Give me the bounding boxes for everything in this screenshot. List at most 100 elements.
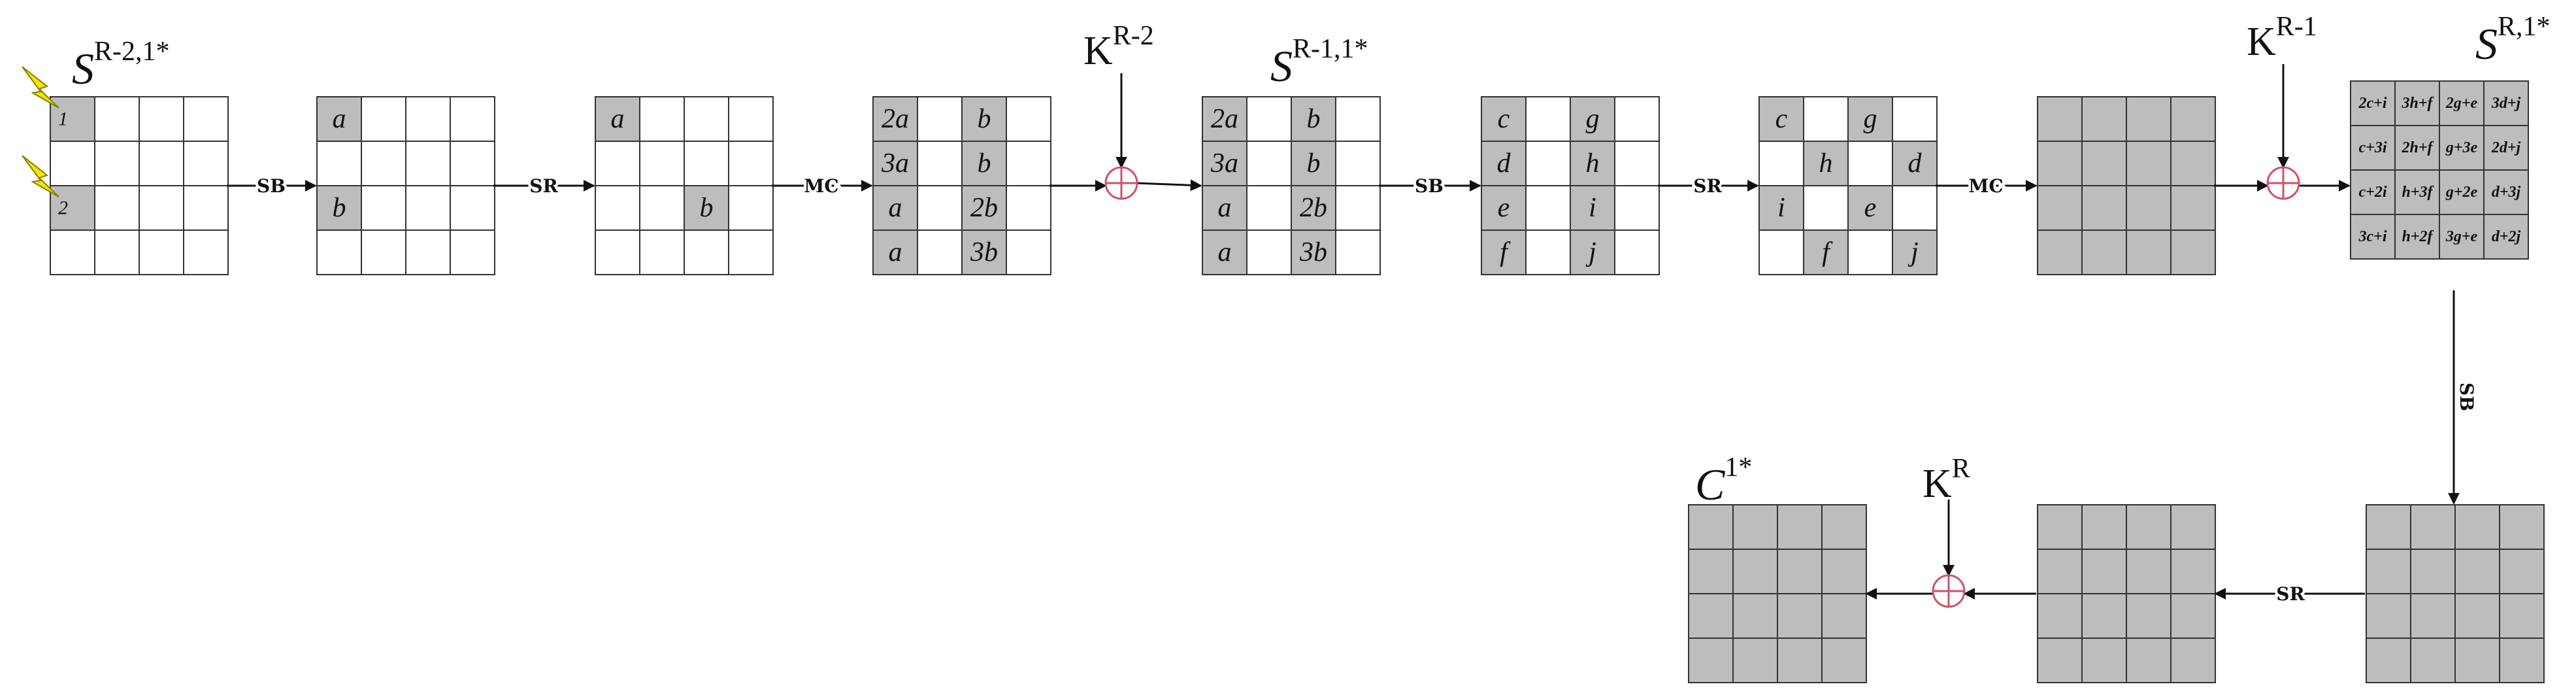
cell-value: a (333, 104, 346, 134)
cell-value: d+2j (2492, 228, 2521, 245)
state-cell (2170, 96, 2216, 142)
state-cell (139, 185, 184, 231)
state-cell (183, 185, 229, 231)
state-cell (1847, 185, 1893, 231)
cell-value: 3a (1210, 148, 1238, 178)
state-cell (1246, 141, 1292, 186)
state-cell (1335, 230, 1381, 275)
state-cell (2126, 549, 2171, 594)
state-cell (2037, 504, 2083, 550)
cell-value: g+2e (2445, 184, 2478, 201)
cell-value: d (1908, 148, 1923, 178)
cell-value: 3b (1299, 237, 1327, 267)
state-cell (639, 230, 685, 275)
state-cell (1614, 230, 1660, 275)
state-cell (1732, 593, 1778, 639)
state-cell (2037, 185, 2083, 231)
state-cell (94, 230, 140, 275)
state-cell (1246, 230, 1292, 275)
state-cell (2037, 96, 2083, 142)
state-cell (961, 185, 1007, 231)
state-cell (2454, 504, 2500, 550)
state-cell (595, 230, 640, 275)
state-cell (1006, 141, 1051, 186)
state-cell (728, 185, 774, 231)
cell-value: i (1777, 193, 1785, 223)
op-label-mc1: MC (804, 175, 838, 197)
state-cell (1006, 185, 1051, 231)
state-cell (1732, 549, 1778, 594)
state-cell (1821, 638, 1867, 683)
state-cell (94, 96, 140, 142)
state-cell (2126, 504, 2171, 550)
state-cell (2126, 230, 2171, 275)
state-cell (2439, 214, 2485, 260)
state-cell (1759, 230, 1804, 275)
state-cell (2439, 169, 2485, 215)
state-cell (2454, 549, 2500, 594)
label-state-r: SR,1* (2475, 12, 2551, 69)
label-key-r2: KR-2 (1083, 21, 1154, 73)
cell-value: j (1907, 237, 1919, 267)
state-cell (684, 141, 729, 186)
state-cell (728, 230, 774, 275)
state-cell (1614, 141, 1660, 186)
state-cell (684, 96, 729, 142)
label-key-r: KR (1923, 454, 1970, 506)
state-after-sb1: ab (316, 96, 495, 275)
cell-value: 2 (58, 197, 68, 219)
state-cell (94, 141, 140, 186)
state-cell (183, 141, 229, 186)
state-cell (961, 230, 1007, 275)
state-cell (1821, 549, 1867, 594)
state-cell (2126, 96, 2171, 142)
state-cell (2366, 504, 2411, 550)
state-cell (1803, 185, 1849, 231)
cell-value: 2g+e (2445, 95, 2478, 112)
state-cell (1777, 638, 1823, 683)
cell-value: 2a (882, 104, 909, 134)
state-cell (2170, 593, 2216, 639)
state-cell (2081, 638, 2127, 683)
state-cell (2081, 141, 2127, 186)
state-cell (1847, 230, 1893, 275)
state-cell (1688, 504, 1734, 550)
cell-value: 3c+i (2358, 228, 2387, 245)
state-cell (316, 185, 362, 231)
cell-value: 3b (970, 237, 998, 267)
state-cell (1892, 230, 1938, 275)
cell-value: 3d+j (2491, 95, 2521, 112)
state-cell (1803, 96, 1849, 142)
state-cell (139, 141, 184, 186)
state-cell (1202, 185, 1247, 231)
cell-value: b (700, 193, 714, 223)
state-cell (961, 96, 1007, 142)
cell-value: e (1498, 193, 1510, 223)
state-cell (405, 230, 451, 275)
state-cell (405, 141, 451, 186)
state-after-mc2 (2037, 96, 2216, 275)
cell-value: i (1589, 193, 1596, 223)
cell-value: a (1218, 237, 1232, 267)
cell-value: a (889, 193, 902, 223)
state-cell (1759, 141, 1804, 186)
state-cell (361, 230, 406, 275)
state-cell (2410, 638, 2456, 683)
edge-xor1-out (1136, 179, 1202, 192)
state-cell (1847, 141, 1893, 186)
state-cell (2126, 638, 2171, 683)
cell-value: h (1586, 148, 1600, 178)
cell-value: c (1498, 104, 1510, 134)
state-cell (450, 185, 495, 231)
state-cell (961, 141, 1007, 186)
state-cell (1803, 230, 1849, 275)
state-cell (1892, 185, 1938, 231)
state-cell (728, 141, 774, 186)
state-cell (1688, 549, 1734, 594)
cell-value: a (611, 104, 625, 134)
op-label-mc2: MC (1968, 175, 2003, 197)
label-ciphertext: C1* (1695, 452, 1752, 509)
cell-value: 2d+j (2491, 139, 2521, 156)
state-r2-input: 12 (50, 96, 229, 275)
